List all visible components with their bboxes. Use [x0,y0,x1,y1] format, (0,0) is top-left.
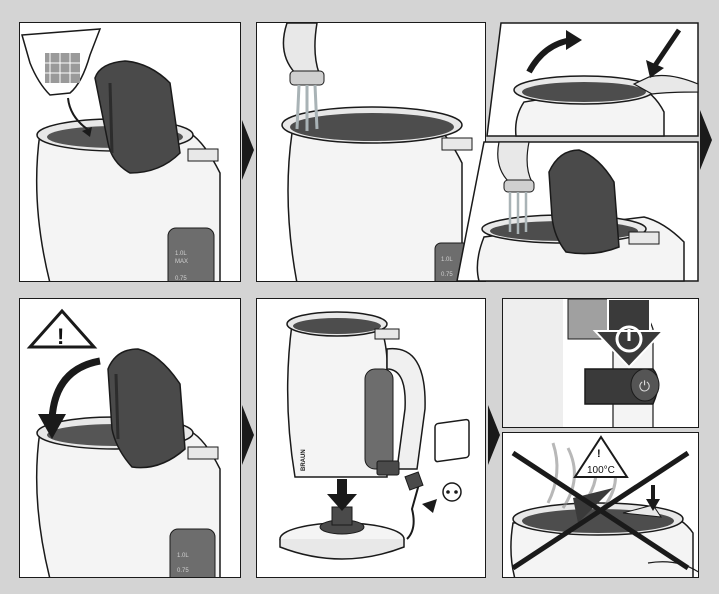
temperature-label: 100°C [587,465,615,476]
step-arrow-icon-2 [700,110,712,170]
step-arrow-icon [242,120,254,180]
scale-label: 1.0L [175,251,187,257]
panel-step-6: ⏻ [502,298,699,428]
plug-icon [405,472,423,490]
panel-step-7: ! 100°C [502,432,699,578]
hot-warning-mark: ! [597,448,601,460]
warning-mark: ! [57,324,64,349]
hot-warning-icon: ! 100°C [575,437,627,477]
scale-label-2: 1.0L [441,257,453,263]
step-arrow-icon-4 [488,405,500,465]
panel-step-4: 1.0L 0.75 ! [19,298,241,578]
scale-label-075: 0.75 [175,276,187,282]
scale-label-4: 1.0L [177,553,189,559]
socket-icon [435,419,469,501]
scale-label-max: MAX [175,259,188,265]
scale-label-2b: 0.75 [441,272,453,278]
panel-step-1: 1.0L MAX 0.75 [19,22,241,282]
panel-step-3 [454,22,699,282]
panel-step-5: BRAUN [256,298,486,578]
scale-label-4b: 0.75 [177,568,189,574]
svg-text:⏻: ⏻ [639,378,650,394]
panel-step-2: 1.0L 0.75 [256,22,486,282]
step-arrow-icon-3 [242,405,254,465]
brand-label: BRAUN [301,449,307,471]
warning-triangle-icon: ! [30,311,94,349]
